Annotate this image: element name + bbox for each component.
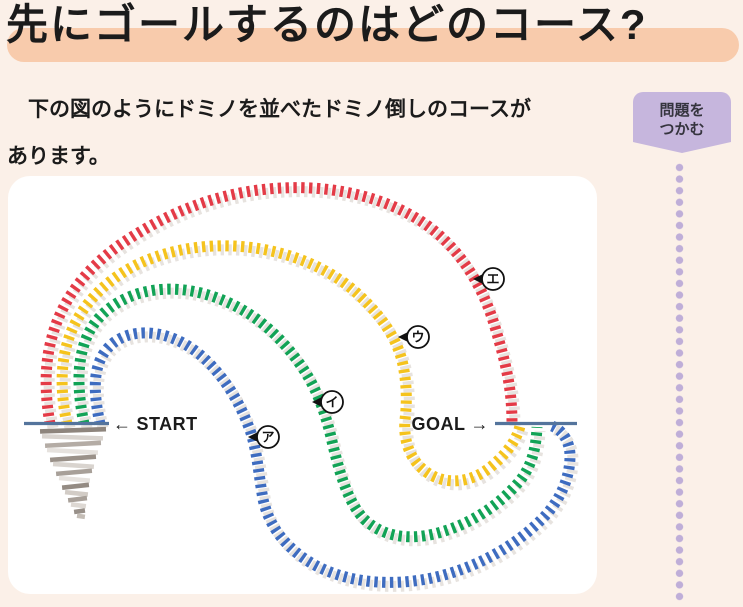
fallen-dominoes-stack — [39, 426, 107, 520]
svg-text:エ: エ — [486, 272, 499, 287]
marker-a-blue: ア — [248, 425, 280, 449]
badge-line-2: つかむ — [659, 121, 705, 138]
step-badge-grasp-problem: 問題を つかむ — [633, 92, 731, 153]
marker-u-pointer-icon — [398, 331, 409, 343]
title-text: 先にゴールするのはどのコース? — [6, 1, 648, 48]
figure-panel — [8, 176, 597, 594]
dotted-guide-line — [673, 162, 686, 604]
marker-e-pointer-icon — [473, 273, 484, 285]
svg-text:イ: イ — [325, 395, 338, 410]
marker-e-red: エ — [473, 267, 505, 291]
start-arrow-icon: ← — [113, 414, 132, 434]
svg-text:ウ: ウ — [411, 330, 424, 345]
intro-paragraph: 下の図のようにドミノを並べたドミノ倒しのコースが あります。 — [7, 86, 625, 180]
goal-label: GOAL→ — [412, 414, 490, 434]
title-highlight-bar — [7, 28, 739, 62]
page-title: 先にゴールするのはどのコース? — [6, 0, 743, 66]
start-label: ←START — [113, 414, 198, 434]
intro-line-1: 下の図のようにドミノを並べたドミノ倒しのコースが — [28, 98, 531, 121]
marker-a-pointer-icon — [248, 431, 259, 443]
marker-i-pointer-icon — [312, 396, 323, 408]
badge-line-1: 問題を — [659, 102, 705, 119]
goal-arrow-icon: → — [471, 414, 490, 434]
marker-u-yellow: ウ — [398, 325, 430, 349]
intro-line-2: あります。 — [7, 145, 110, 168]
svg-text:ア: ア — [261, 430, 274, 445]
marker-i-green: イ — [312, 390, 344, 414]
